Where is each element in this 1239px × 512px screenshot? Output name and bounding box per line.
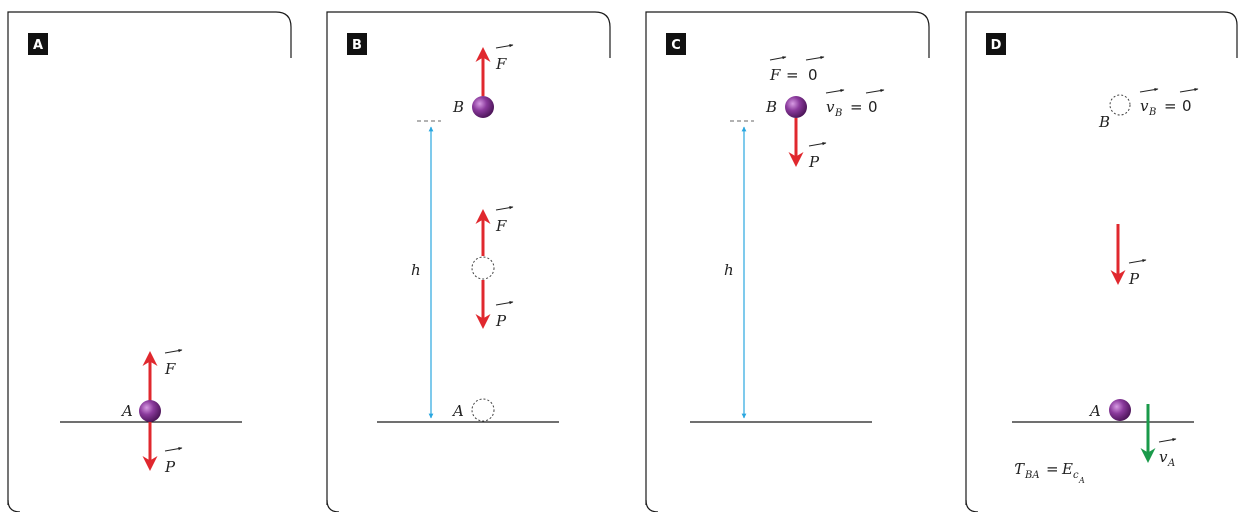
panel-c: C h F = 0 B P v B = 0 (645, 0, 946, 512)
vector-f-bar (495, 44, 514, 49)
panel-a: A F P A (7, 0, 308, 512)
panel-b-frame (326, 11, 611, 505)
panel-a-canvas: A F P A (7, 11, 292, 512)
ball (139, 400, 161, 422)
label-v: v (1159, 448, 1168, 466)
vector-p-bar (495, 301, 514, 306)
vector-p-bar (808, 142, 827, 147)
panel-a-frame (7, 11, 292, 505)
vector-f-bar (495, 206, 514, 211)
vector-f-bar (769, 56, 787, 61)
ball (472, 96, 494, 118)
ghost-ball (471, 398, 495, 422)
panel-a-badge (28, 33, 48, 55)
label-point-b: B (765, 98, 777, 116)
ghost-ball (471, 256, 495, 280)
panel-d-frame (965, 11, 1238, 505)
panel-b-badge-label: B (352, 38, 362, 53)
panel-d-badge-label: D (991, 38, 1002, 53)
label-v-sub: A (1167, 458, 1175, 469)
panel-b-badge (347, 33, 367, 55)
label-f: F (495, 217, 507, 235)
label-p: P (495, 312, 507, 330)
label-p: P (808, 153, 820, 171)
label-point-a: A (1088, 402, 1101, 420)
equals-sign: = (786, 66, 799, 84)
label-v: v (826, 98, 835, 116)
panel-d-canvas: D B v B = 0 P A v A Ƭ BA = E c A (965, 11, 1238, 512)
equals-sign: = (1046, 460, 1059, 478)
label-f: F (495, 55, 507, 73)
label-point-b: B (1098, 113, 1110, 131)
label-f: F (164, 360, 176, 378)
vector-v-bar (1139, 88, 1159, 93)
zero-value: 0 (868, 98, 878, 116)
label-v-sub: B (834, 108, 842, 119)
zero-value: 0 (808, 66, 818, 84)
ghost-ball (1109, 94, 1131, 116)
vector-p-bar (1128, 259, 1147, 264)
label-h: h (724, 261, 734, 279)
panel-c-frame (645, 11, 930, 505)
work-sub: BA (1024, 470, 1040, 481)
energy-sub: c (1073, 470, 1079, 481)
panel-c-canvas: C h F = 0 B P v B = 0 (645, 11, 930, 512)
vector-v-bar (825, 89, 845, 94)
label-v-sub: B (1148, 107, 1156, 118)
panel-d: D B v B = 0 P A v A Ƭ BA = E c A (965, 0, 1239, 512)
vector-zero-bar (865, 89, 885, 94)
label-point-b: B (452, 98, 464, 116)
energy-subsub: A (1078, 476, 1085, 485)
panel-c-frame-bottom (645, 499, 659, 512)
vector-zero-bar (805, 56, 825, 61)
zero-value: 0 (1182, 97, 1192, 115)
ball (1109, 399, 1131, 421)
energy-symbol: E (1061, 460, 1073, 478)
label-point-a: A (451, 402, 464, 420)
work-symbol: Ƭ (1014, 460, 1025, 478)
vector-f-bar (164, 349, 183, 354)
panel-a-frame-bottom (7, 499, 21, 512)
panel-c-badge-label: C (671, 38, 681, 53)
panel-d-badge (986, 33, 1006, 55)
vector-zero-bar (1179, 88, 1199, 93)
vector-v-bar (1158, 438, 1177, 443)
label-point-a: A (120, 402, 133, 420)
label-f: F (769, 66, 781, 84)
equals-sign: = (1164, 97, 1177, 115)
label-v: v (1140, 97, 1149, 115)
panel-b-frame-bottom (326, 499, 340, 512)
label-p: P (1128, 270, 1140, 288)
equals-sign: = (850, 98, 863, 116)
panel-d-frame-bottom (965, 499, 979, 512)
label-h: h (411, 261, 421, 279)
panel-b: B h B F F P A (326, 0, 627, 512)
label-p: P (164, 458, 176, 476)
panel-a-badge-label: A (33, 38, 43, 53)
vector-p-bar (164, 447, 183, 452)
panel-b-canvas: B h B F F P A (326, 11, 611, 512)
ball (785, 96, 807, 118)
panel-c-badge (666, 33, 686, 55)
